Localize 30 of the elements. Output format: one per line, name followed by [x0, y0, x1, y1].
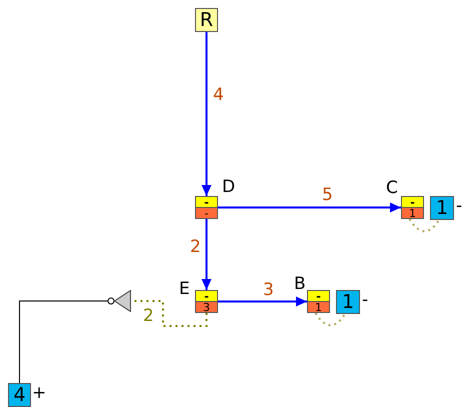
counter-box: 1	[430, 196, 454, 220]
dotted-connector	[408, 218, 440, 232]
node-label: E	[179, 280, 190, 298]
arrow	[202, 219, 212, 290]
input-value: -	[402, 197, 423, 208]
arrow	[218, 202, 401, 212]
state-value: 1	[402, 208, 423, 218]
state-box	[307, 290, 330, 313]
node-label: C	[386, 179, 398, 197]
arrow	[218, 296, 307, 306]
state-box	[195, 290, 218, 313]
state-value: 1	[308, 302, 329, 312]
state-box	[195, 196, 218, 219]
arrow	[202, 32, 212, 196]
inverter-triangle	[114, 290, 131, 312]
node-label: D	[222, 178, 236, 196]
dotted-connector	[314, 312, 346, 326]
input-value: -	[196, 291, 217, 302]
node-label: -	[362, 291, 368, 309]
input-value: -	[196, 197, 217, 208]
state-value: 3	[196, 302, 217, 312]
node-label: +	[32, 384, 46, 402]
state-value: -	[196, 208, 217, 218]
counter-box: 1	[336, 290, 360, 314]
register-box: R	[195, 8, 218, 32]
counter-box: 4	[8, 383, 31, 407]
node-label: -	[456, 197, 462, 215]
input-value: -	[308, 291, 329, 302]
node-label: B	[294, 275, 306, 293]
state-box	[401, 196, 424, 219]
